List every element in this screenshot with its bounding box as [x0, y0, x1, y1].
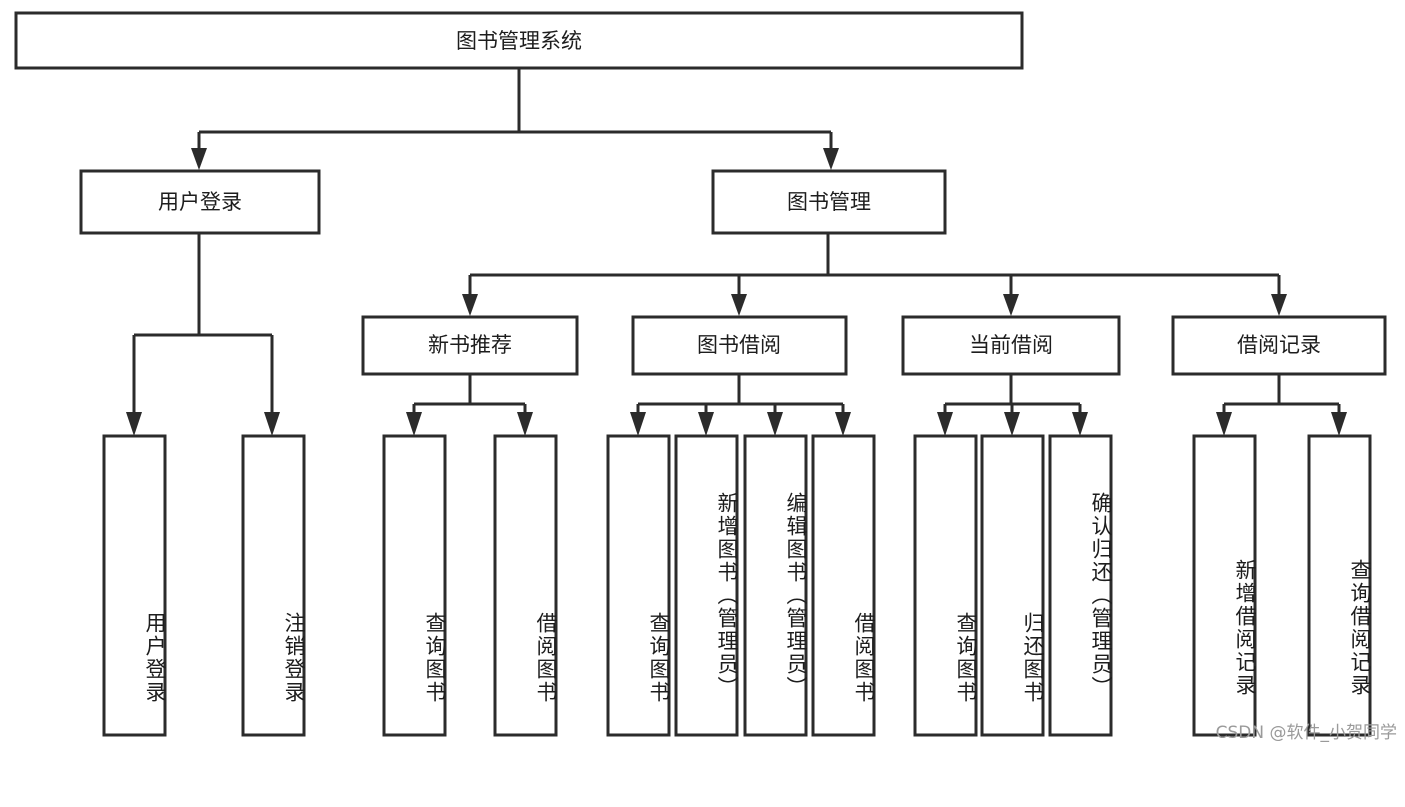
node-root-label: 图书管理系统: [456, 29, 582, 53]
leaf-query-book-3-box[interactable]: [913, 434, 978, 737]
leaf-query-record-label: 查询借阅记录: [1348, 558, 1372, 697]
leaf-logout-login-box[interactable]: [241, 434, 306, 737]
arrow-to-leaf-borrow-book-2: [835, 412, 851, 436]
arrow-to-leaf-borrow-book-1: [517, 412, 533, 436]
connector-borrow-record-to-leaves: [1222, 374, 1341, 420]
arrow-to-leaf-query-record: [1331, 412, 1347, 436]
node-book-management-label: 图书管理: [787, 190, 871, 214]
leaf-borrow-book-1-box[interactable]: [493, 434, 558, 737]
connectors: [126, 68, 1347, 436]
diagram-canvas: 图书管理系统 用户登录 图书管理 新书推荐 图书借阅 当前借阅 借阅记录: [14, 11, 1397, 743]
node-current-borrow-label: 当前借阅: [969, 333, 1053, 357]
leaf-confirm-return-label: 确认归还（管理员）: [1089, 492, 1113, 699]
leaf-add-record-box[interactable]: [1192, 434, 1257, 737]
node-user-login[interactable]: 用户登录: [79, 169, 321, 235]
node-book-management[interactable]: 图书管理: [711, 169, 947, 235]
node-user-login-label: 用户登录: [158, 190, 242, 214]
connector-root-to-level2: [197, 68, 833, 155]
leaf-borrow-book-2-box[interactable]: [811, 434, 876, 737]
leaf-borrow-book-2-label: 借阅图书: [852, 611, 876, 704]
leaf-confirm-return-box[interactable]: [1048, 434, 1113, 737]
node-user-login-box[interactable]: [79, 169, 321, 235]
node-book-borrow[interactable]: 图书借阅: [631, 315, 848, 376]
node-root[interactable]: 图书管理系统: [14, 11, 1024, 70]
node-book-borrow-label: 图书借阅: [697, 333, 781, 357]
node-current-borrow-box[interactable]: [901, 315, 1121, 376]
arrow-to-current-borrow: [1003, 294, 1019, 316]
node-book-management-box[interactable]: [711, 169, 947, 235]
connector-book-management-to-level3: [468, 233, 1281, 300]
leaf-query-record-box[interactable]: [1307, 434, 1372, 737]
node-root-box[interactable]: [14, 11, 1024, 70]
diagram-svg: 图书管理系统 用户登录 图书管理 新书推荐 图书借阅 当前借阅 借阅记录: [14, 11, 1387, 737]
arrow-to-leaf-user-login: [126, 412, 142, 436]
connector-book-borrow-to-leaves: [636, 374, 845, 420]
leaf-add-record-label: 新增借阅记录: [1233, 558, 1257, 697]
leaf-query-book-2-box[interactable]: [606, 434, 671, 737]
arrow-to-leaf-query-book-2: [630, 412, 646, 436]
arrow-to-leaf-edit-book: [767, 412, 783, 436]
leaf-return-book-label: 归还图书: [1021, 611, 1045, 704]
node-borrow-record-box[interactable]: [1171, 315, 1387, 376]
arrow-to-book-management: [823, 148, 839, 170]
node-new-book-recommend[interactable]: 新书推荐: [361, 315, 579, 376]
leaf-add-book-box[interactable]: [674, 434, 739, 737]
arrow-to-leaf-confirm-return: [1072, 412, 1088, 436]
arrow-to-book-borrow: [731, 294, 747, 316]
arrow-to-borrow-record: [1271, 294, 1287, 316]
arrow-to-leaf-return-book: [1004, 412, 1020, 436]
node-borrow-record-label: 借阅记录: [1237, 333, 1321, 357]
arrow-to-leaf-query-book-3: [937, 412, 953, 436]
leaf-borrow-book-1-label: 借阅图书: [534, 611, 558, 704]
leaf-edit-book-box[interactable]: [743, 434, 808, 737]
leaf-query-book-1-box[interactable]: [382, 434, 447, 737]
node-borrow-record[interactable]: 借阅记录: [1171, 315, 1387, 376]
node-book-borrow-box[interactable]: [631, 315, 848, 376]
node-new-book-recommend-label: 新书推荐: [428, 333, 512, 357]
leaf-add-book-label: 新增图书（管理员）: [715, 492, 739, 699]
arrow-to-new-book-recommend: [462, 294, 478, 316]
leaf-boxes: [102, 434, 1372, 737]
leaf-user-login-label: 用户登录: [143, 611, 167, 704]
node-current-borrow[interactable]: 当前借阅: [901, 315, 1121, 376]
leaf-return-book-box[interactable]: [980, 434, 1045, 737]
arrow-to-leaf-add-book: [698, 412, 714, 436]
arrow-to-user-login: [191, 148, 207, 170]
leaf-edit-book-label: 编辑图书（管理员）: [784, 492, 808, 699]
arrow-to-leaf-logout-login: [264, 412, 280, 436]
connector-user-login-to-leaves: [132, 233, 274, 420]
leaf-query-book-2-label: 查询图书: [647, 611, 671, 704]
arrow-to-leaf-query-book-1: [406, 412, 422, 436]
leaf-logout-login-label: 注销登录: [282, 611, 306, 704]
node-new-book-recommend-box[interactable]: [361, 315, 579, 376]
arrow-to-leaf-add-record: [1216, 412, 1232, 436]
leaf-query-book-3-label: 查询图书: [954, 611, 978, 704]
connector-new-book-recommend-to-leaves: [412, 374, 527, 420]
leaf-query-book-1-label: 查询图书: [423, 611, 447, 704]
leaf-user-login-box[interactable]: [102, 434, 167, 737]
